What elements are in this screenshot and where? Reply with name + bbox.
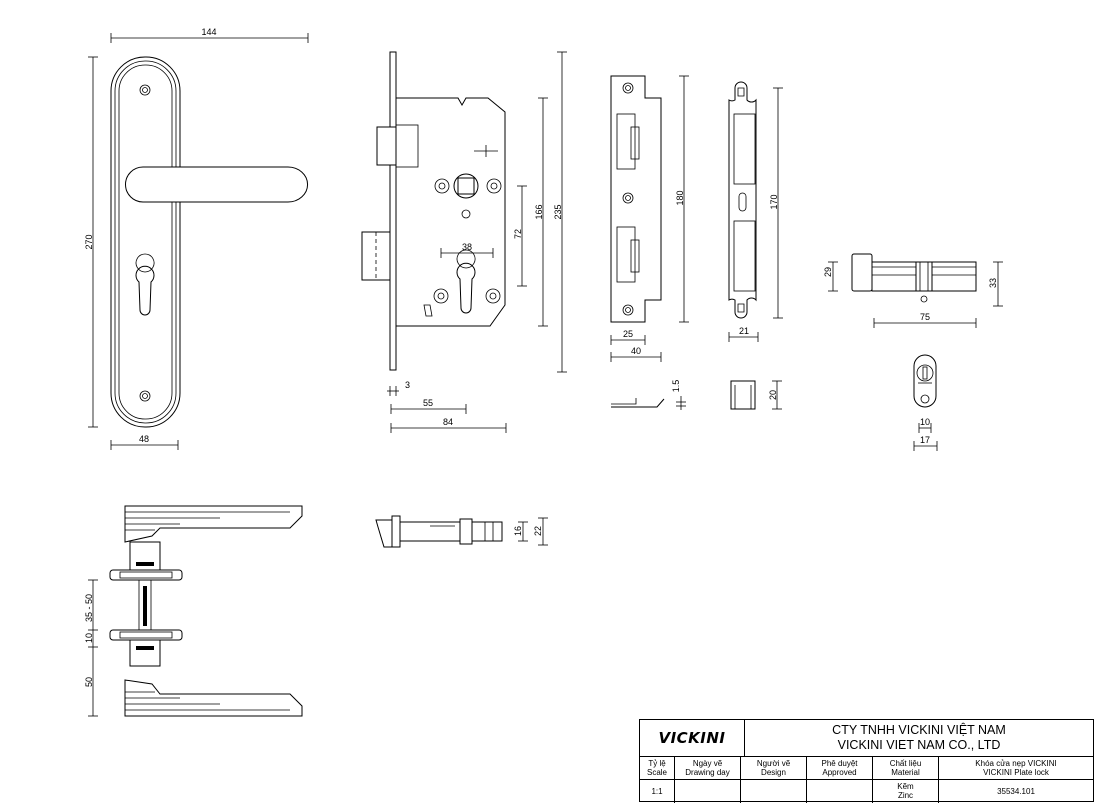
strike-plate-view xyxy=(610,75,662,323)
brand-logo: VICKINI xyxy=(640,720,745,757)
bolt-top-view xyxy=(375,515,503,548)
dim-depth-84: 84 xyxy=(390,417,507,433)
dim-label: 25 xyxy=(623,329,633,339)
dim-label: 40 xyxy=(631,346,641,356)
cylinder-view xyxy=(851,253,977,303)
dim-strike-40: 40 xyxy=(610,346,662,362)
dim-side-10: 10 xyxy=(84,630,98,648)
dim-depth-55: 55 xyxy=(390,398,467,414)
dim-label: 29 xyxy=(823,267,833,277)
dim-faceplate-3: 3 xyxy=(387,380,410,396)
dim-label: 170 xyxy=(769,194,779,209)
dim-label: 38 xyxy=(462,242,472,252)
dim-label: 33 xyxy=(988,278,998,288)
dim-cyl-75: 75 xyxy=(873,312,977,328)
dim-center-72: 72 xyxy=(513,185,527,287)
lock-body-view xyxy=(361,51,506,371)
dim-cyl-29: 29 xyxy=(823,261,838,292)
dim-body-166: 166 xyxy=(534,97,548,327)
dim-strike-180: 180 xyxy=(675,75,689,323)
dim-cyl-10: 10 xyxy=(918,417,932,433)
dim-label: 84 xyxy=(443,417,453,427)
value-scale: 1:1 xyxy=(640,779,675,803)
dim-door-range: 35 - 50 xyxy=(84,579,98,631)
company-name-en: VICKINI VIET NAM CO., LTD xyxy=(837,738,1001,752)
dim-label: 180 xyxy=(675,190,685,205)
dim-label: 10 xyxy=(84,633,94,643)
dim-bolt-16: 16 xyxy=(513,521,528,542)
handle-side-view xyxy=(109,505,303,717)
dim-label: 17 xyxy=(920,435,930,445)
value-drawing-day xyxy=(675,779,741,803)
dim-label: 55 xyxy=(423,398,433,408)
dim-keeper-21: 21 xyxy=(728,326,759,342)
dim-label: 235 xyxy=(553,204,563,219)
strike-profile: 1.5 xyxy=(611,380,686,410)
dim-label: 48 xyxy=(139,434,149,444)
dim-label: 144 xyxy=(201,27,216,37)
dim-label: 16 xyxy=(513,526,523,536)
dim-side-50: 50 xyxy=(84,647,98,717)
dim-label: 1.5 xyxy=(671,380,681,393)
dim-handle-width: 144 xyxy=(110,27,309,43)
cylinder-end-view xyxy=(913,354,937,408)
dim-strike-25: 25 xyxy=(610,329,646,345)
dim-label: 72 xyxy=(513,229,523,239)
title-block: VICKINI CTY TNHH VICKINI VIỆT NAM VICKIN… xyxy=(639,719,1094,803)
dim-cyl-17: 17 xyxy=(913,435,938,451)
keeper-profile: 20 xyxy=(730,380,782,410)
dim-label: 10 xyxy=(920,417,930,427)
dim-backset-38: 38 xyxy=(440,242,494,258)
dim-cyl-33: 33 xyxy=(988,261,1003,307)
dim-label: 75 xyxy=(920,312,930,322)
keeper-view xyxy=(728,81,757,319)
dim-plate-height: 270 xyxy=(84,56,98,428)
dim-label: 3 xyxy=(405,380,410,390)
value-approved xyxy=(807,779,873,803)
handle-front-view xyxy=(110,56,308,428)
dim-label: 50 xyxy=(84,677,94,687)
dim-label: 21 xyxy=(739,326,749,336)
company-name-vn: CTY TNHH VICKINI VIỆT NAM xyxy=(832,723,1006,737)
dim-keeper-170: 170 xyxy=(769,87,783,319)
dim-label: 22 xyxy=(533,526,543,536)
dim-label: 166 xyxy=(534,204,544,219)
value-design xyxy=(741,779,807,803)
dim-label: 270 xyxy=(84,234,94,249)
dim-body-235: 235 xyxy=(553,51,567,373)
dim-bolt-22: 22 xyxy=(533,517,548,546)
dim-label: 20 xyxy=(768,390,778,400)
value-product-code: 35534.101 xyxy=(997,786,1035,796)
company-name: CTY TNHH VICKINI VIỆT NAM VICKINI VIET N… xyxy=(745,720,1093,757)
dim-plate-width: 48 xyxy=(110,434,179,450)
dim-label: 35 - 50 xyxy=(84,594,94,622)
